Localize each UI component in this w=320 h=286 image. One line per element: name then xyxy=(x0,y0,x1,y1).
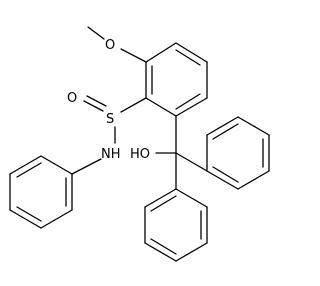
ring3-inner-3 xyxy=(212,166,239,183)
ring4-bond-1 xyxy=(175,188,208,208)
hydroxyl-label: HO xyxy=(130,147,150,162)
central-benzene-ring xyxy=(145,42,208,117)
carbinol-center xyxy=(155,115,208,190)
ring3-bond-6 xyxy=(206,170,239,190)
n-phenyl-ring xyxy=(9,155,73,229)
ring1-inner-2 xyxy=(175,93,201,110)
bond-s-o-b xyxy=(86,95,107,107)
methoxy-group xyxy=(87,26,147,63)
bottom-phenyl-ring xyxy=(144,188,208,262)
ring1-bond-5 xyxy=(145,97,177,117)
ring4-inner-2 xyxy=(150,238,177,255)
ring2-bond-4 xyxy=(9,209,42,229)
bond-n-phenyl xyxy=(71,158,102,175)
ring2-inner-2 xyxy=(16,206,42,222)
amine-label: NH xyxy=(101,147,121,162)
structure-canvas: O O S NH HO xyxy=(9,26,270,262)
sulfinyl-oxygen-label: O xyxy=(67,91,77,106)
ring1-bond-2 xyxy=(175,42,208,63)
ring2-bond-5 xyxy=(40,209,73,229)
sulfur-label: S xyxy=(106,112,114,127)
bond-methyl-o xyxy=(87,26,105,40)
ring4-bond-6 xyxy=(144,188,177,208)
ring1-bond-1 xyxy=(145,42,177,63)
bond-s-o-a xyxy=(83,100,104,112)
bond-carbinol-phenyl-right xyxy=(175,152,208,172)
ring2-bond-1 xyxy=(40,155,73,175)
ring3-bond-5 xyxy=(237,170,270,190)
bond-o-ring xyxy=(120,48,147,63)
sulfinamide-group xyxy=(71,95,147,175)
bond-ring-s xyxy=(120,97,147,113)
ring2-bond-2 xyxy=(9,155,42,175)
ring3-inner-1 xyxy=(212,123,239,140)
ring4-bond-3 xyxy=(175,242,208,262)
molecule-drawing: O O S NH HO xyxy=(9,26,270,262)
ring4-inner-3 xyxy=(150,195,177,212)
right-phenyl-ring xyxy=(206,116,270,190)
methoxy-oxygen-label: O xyxy=(105,38,115,53)
ring3-bond-3 xyxy=(237,116,270,136)
ring1-inner-1 xyxy=(175,49,201,66)
ring2-inner-1 xyxy=(16,162,42,178)
ring1-bond-4 xyxy=(175,97,208,117)
ring4-bond-4 xyxy=(144,242,177,262)
ring3-bond-2 xyxy=(206,116,239,136)
